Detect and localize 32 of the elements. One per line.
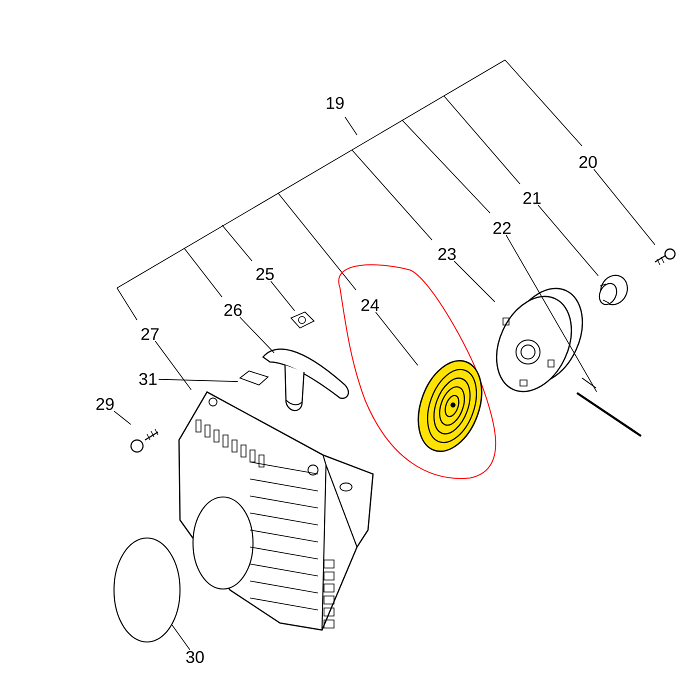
callout-number: 23: [438, 248, 456, 260]
callout-number: 29: [96, 398, 114, 410]
leader-line: [375, 312, 418, 366]
pulley-drawing: [496, 288, 583, 392]
handle-drawing: [262, 348, 349, 412]
leader-line: [506, 234, 598, 392]
housing-drawing: [178, 391, 374, 631]
callout-number: 24: [361, 299, 379, 311]
callout-number: 20: [579, 156, 597, 168]
callout-number: 19: [326, 96, 344, 110]
leader-line: [114, 410, 132, 425]
leader-line: [158, 378, 238, 382]
leader-line: [154, 340, 192, 390]
callout-number: 26: [224, 304, 242, 316]
screw-drawing: [654, 248, 676, 266]
callout-number: 30: [186, 650, 204, 664]
callout-number: 31: [139, 372, 157, 386]
leader-line: [172, 624, 190, 650]
callout-number: 22: [493, 222, 511, 234]
leader-line: [454, 260, 496, 302]
bolt-drawing: [130, 428, 158, 453]
ring-outline: [113, 537, 181, 643]
leader-line: [240, 316, 275, 354]
callout-number: 27: [141, 328, 159, 340]
callout-number: 25: [256, 268, 274, 280]
leader-line: [538, 204, 599, 276]
rope-drawing: [576, 378, 642, 437]
leader-line: [270, 280, 295, 312]
spring-drawing: [418, 360, 482, 452]
callout-number: 21: [523, 192, 541, 204]
pawl-drawing: [598, 274, 628, 306]
leader-line: [593, 168, 656, 246]
